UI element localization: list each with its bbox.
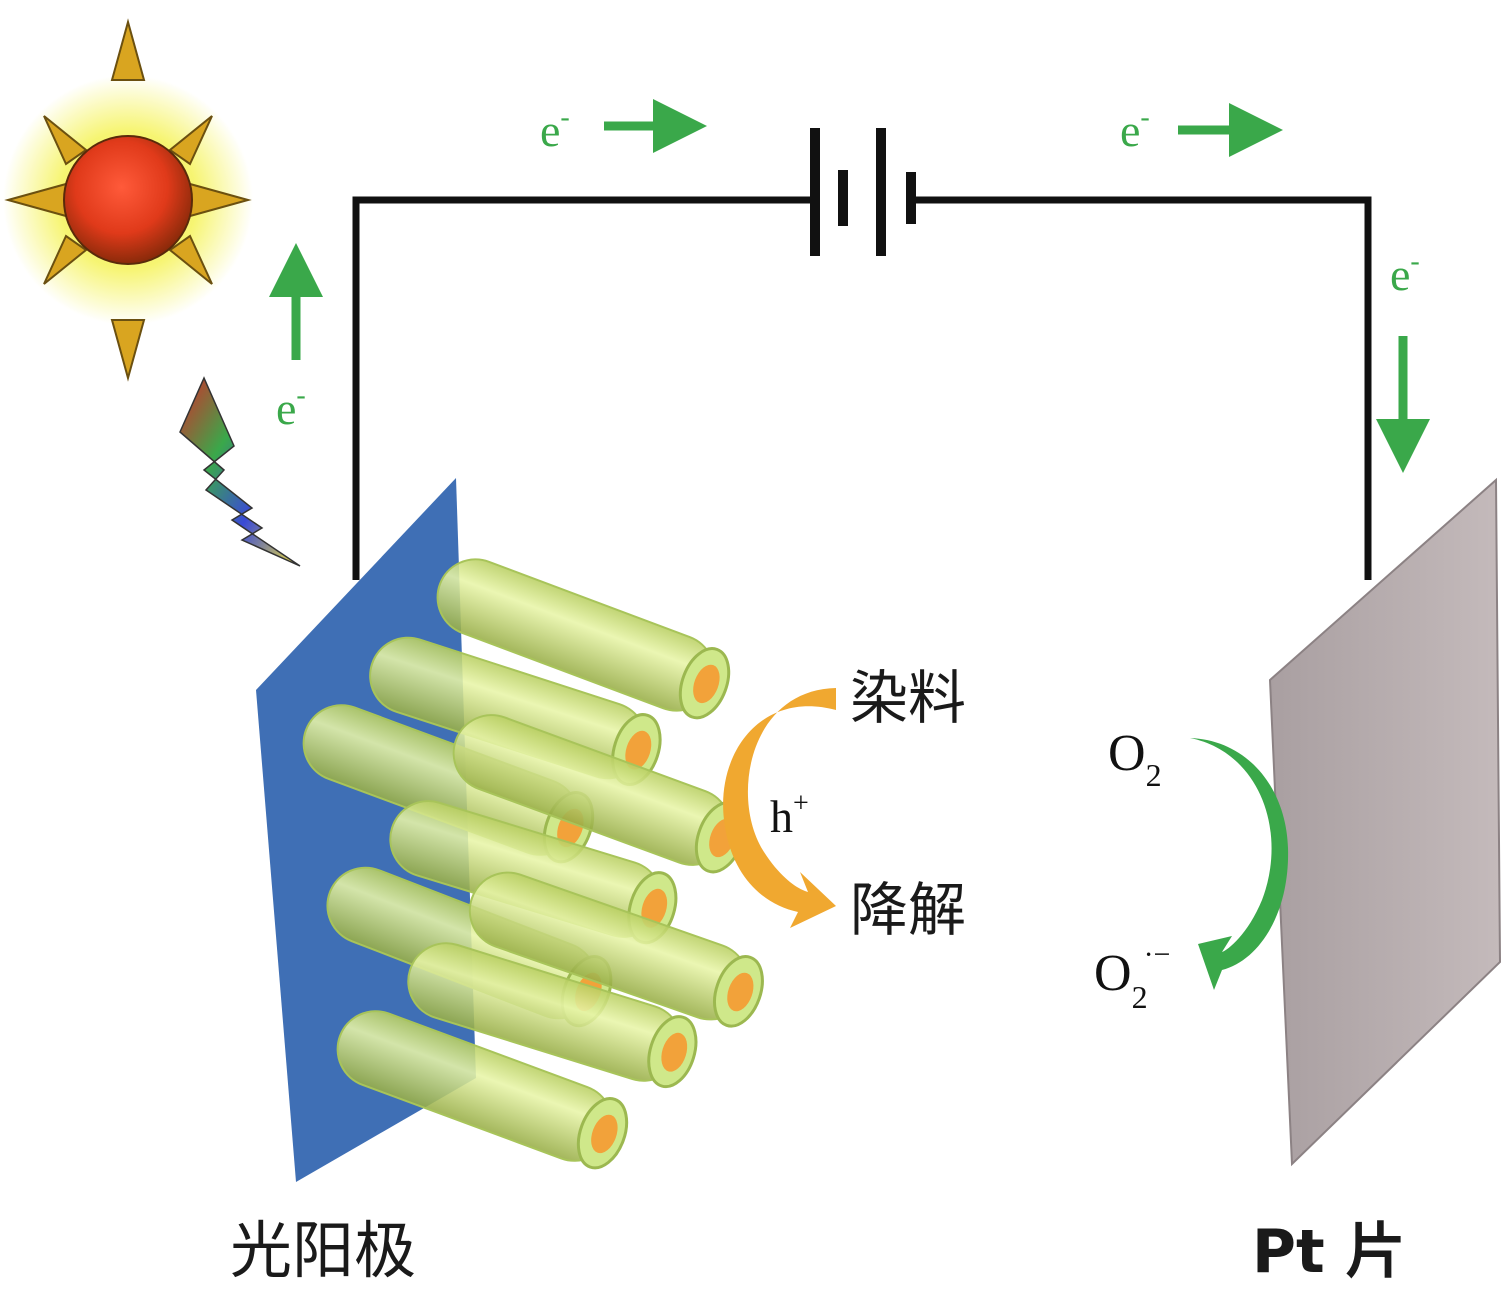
electron-arrows bbox=[269, 99, 1430, 473]
electron-label-vertical-left: e- bbox=[276, 380, 306, 434]
nanotube bbox=[436, 558, 731, 720]
dye-degradation-arrow bbox=[723, 688, 836, 928]
dye-label: 染料 bbox=[850, 664, 966, 732]
electron-label-vertical-right: e- bbox=[1390, 246, 1420, 300]
battery-icon bbox=[810, 128, 916, 256]
lightning-icon bbox=[179, 376, 301, 567]
nanotube-core bbox=[641, 888, 668, 928]
photoanode-caption: 光阳极 bbox=[230, 1214, 416, 1287]
oxygen-reduction-arrow bbox=[1190, 738, 1289, 990]
electron-label-left: e- bbox=[540, 102, 570, 156]
nanotube-core bbox=[661, 1032, 688, 1072]
nanotube-core bbox=[591, 1114, 618, 1154]
nanotube bbox=[336, 1010, 629, 1170]
sun-icon bbox=[3, 18, 253, 382]
electron-label-right: e- bbox=[1120, 102, 1150, 156]
degradation-label: 降解 bbox=[850, 876, 966, 944]
oxygen-label: O2 bbox=[1108, 725, 1162, 793]
nanotube bbox=[468, 871, 764, 1028]
superoxide-label: O2·− bbox=[1094, 938, 1170, 1015]
nanotube-array bbox=[302, 558, 764, 1170]
hole-label: h+ bbox=[770, 788, 809, 842]
nanotube-core bbox=[727, 972, 754, 1012]
nanotube bbox=[407, 942, 698, 1089]
circuit-wire bbox=[352, 196, 1372, 580]
nanotube-core bbox=[693, 664, 720, 704]
pt-sheet bbox=[1268, 477, 1502, 1167]
pt-sheet-caption: Pt 片 bbox=[1252, 1217, 1406, 1287]
nanotube-core bbox=[625, 730, 652, 770]
